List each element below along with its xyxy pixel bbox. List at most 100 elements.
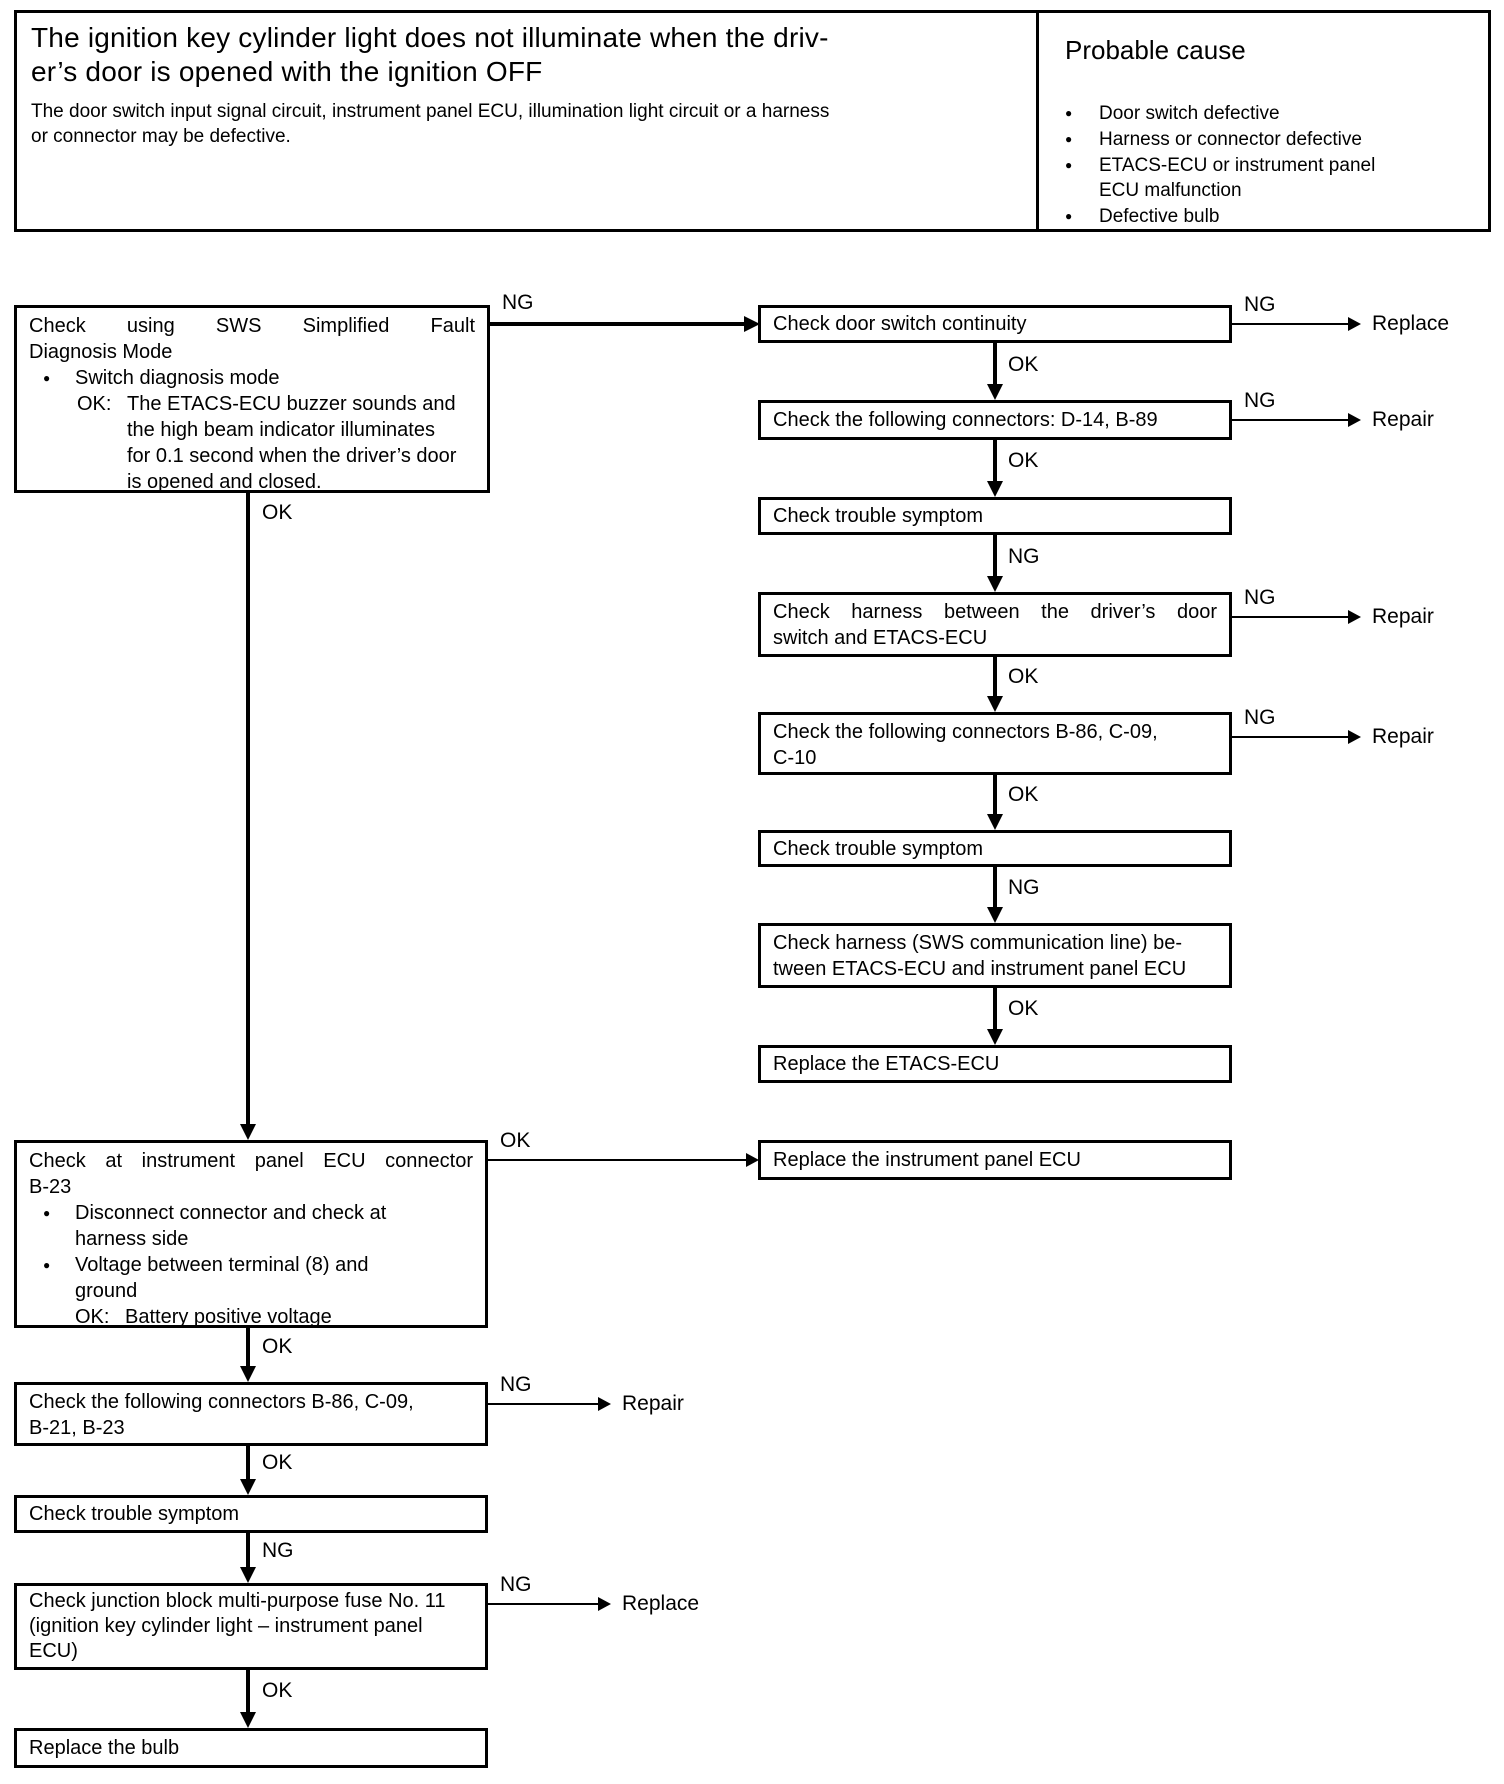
- step-check-trouble-symptom-3: Check trouble symptom: [14, 1495, 488, 1533]
- flow-line: [246, 1446, 250, 1481]
- step-check-connectors-b86-c09-c10: Check the following connectors B-86, C-0…: [758, 712, 1232, 775]
- edge-label-ng: NG: [1244, 389, 1276, 412]
- arrowhead-down: [987, 576, 1003, 592]
- bullet-icon: ●: [43, 1206, 51, 1220]
- probable-cause-item: ● ETACS-ECU or instrument panel ECU malf…: [1065, 155, 1376, 201]
- step-replace-instrument-panel-ecu: Replace the instrument panel ECU: [758, 1140, 1232, 1180]
- symptom-title: The ignition key cylinder light does not…: [31, 21, 1031, 89]
- flow-line: [993, 775, 997, 816]
- edge-label-ng: NG: [502, 291, 534, 314]
- edge-label-ng: NG: [1244, 586, 1276, 609]
- edge-label-ng: NG: [1008, 545, 1040, 568]
- edge-label-ng: NG: [500, 1573, 532, 1596]
- symptom-description-line: or connector may be defective.: [31, 126, 291, 147]
- flow-line: [993, 988, 997, 1031]
- bullet-icon: ●: [1065, 209, 1073, 223]
- edge-label-ok: OK: [1008, 353, 1039, 376]
- arrowhead-down: [240, 1366, 256, 1382]
- bullet-text: Disconnect connector and check at harnes…: [75, 1202, 387, 1250]
- result-replace-label: Replace: [1372, 312, 1450, 335]
- arrowhead-down: [987, 814, 1003, 830]
- result-replace-label: Replace: [622, 1592, 700, 1615]
- bullet-icon: ●: [43, 371, 51, 385]
- arrowhead-down: [987, 1029, 1003, 1045]
- bullet-icon: ●: [1065, 158, 1073, 172]
- edge-label-ok: OK: [262, 501, 293, 524]
- flow-line: [993, 535, 997, 578]
- bullet-icon: ●: [1065, 106, 1073, 120]
- arrowhead-down: [240, 1712, 256, 1728]
- ok-condition-text: The ETACS-ECU buzzer sounds and the high…: [127, 393, 457, 493]
- arrowhead-down: [987, 481, 1003, 497]
- step-check-sws-diagnosis: Check using SWS Simplified Fault Diagnos…: [14, 305, 490, 493]
- flow-line: [993, 657, 997, 698]
- arrowhead-down: [240, 1124, 256, 1140]
- bullet-icon: ●: [43, 1258, 51, 1272]
- arrowhead-right: [744, 316, 760, 332]
- flow-line: [488, 1159, 746, 1161]
- arrowhead-right: [598, 1397, 611, 1411]
- step-check-harness-sws-line: Check harness (SWS communication line) b…: [758, 923, 1232, 988]
- edge-label-ng: NG: [500, 1373, 532, 1396]
- step-check-trouble-symptom-1: Check trouble symptom: [758, 497, 1232, 535]
- arrowhead-down: [987, 907, 1003, 923]
- probable-cause-list: ● Door switch defective ● Harness or con…: [1065, 101, 1455, 230]
- edge-label-ok: OK: [262, 1335, 293, 1358]
- edge-label-ng: NG: [1008, 876, 1040, 899]
- flow-line: [1232, 616, 1348, 618]
- bullet-row: ● Disconnect connector and check at harn…: [43, 1200, 473, 1252]
- page-header: The ignition key cylinder light does not…: [14, 10, 1491, 232]
- flow-line: [1232, 419, 1348, 421]
- edge-label-ng: NG: [1244, 706, 1276, 729]
- probable-cause-item: ● Defective bulb: [1065, 206, 1220, 227]
- step-check-instrument-panel-ecu-connector-b23: Check at instrument panel ECU connector …: [14, 1140, 488, 1328]
- step-check-connectors-b86-c09-b21-b23: Check the following connectors B-86, C-0…: [14, 1382, 488, 1446]
- arrowhead-down: [240, 1567, 256, 1583]
- arrowhead-down: [987, 384, 1003, 400]
- edge-label-ng: NG: [262, 1539, 294, 1562]
- probable-cause-item: ● Door switch defective: [1065, 103, 1280, 124]
- bullet-icon: ●: [1065, 132, 1073, 146]
- result-repair-label: Repair: [1372, 408, 1434, 431]
- edge-label-ok: OK: [500, 1129, 531, 1152]
- bullet-row: ● Switch diagnosis mode: [43, 367, 280, 389]
- flow-line: [488, 1403, 598, 1405]
- flow-line: [490, 322, 746, 326]
- probable-cause-title: Probable cause: [1065, 35, 1246, 65]
- flow-line: [246, 1670, 250, 1714]
- flow-line: [488, 1603, 598, 1605]
- arrowhead-down: [240, 1479, 256, 1495]
- arrowhead-right: [1348, 730, 1361, 744]
- edge-label-ok: OK: [1008, 665, 1039, 688]
- probable-cause-item: ● Harness or connector defective: [1065, 129, 1362, 150]
- edge-label-ok: OK: [262, 1679, 293, 1702]
- symptom-title-line: er’s door is opened with the ignition OF…: [31, 56, 543, 87]
- edge-label-ok: OK: [1008, 997, 1039, 1020]
- step-replace-bulb: Replace the bulb: [14, 1728, 488, 1768]
- result-repair-label: Repair: [622, 1392, 684, 1415]
- edge-label-ok: OK: [1008, 449, 1039, 472]
- arrowhead-right: [746, 1153, 759, 1167]
- step-replace-etacs-ecu: Replace the ETACS-ECU: [758, 1045, 1232, 1083]
- flow-line: [246, 493, 250, 1126]
- edge-label-ok: OK: [262, 1451, 293, 1474]
- flow-line: [993, 440, 997, 483]
- flow-line: [246, 1533, 250, 1569]
- flow-line: [993, 343, 997, 386]
- symptom-description-line: The door switch input signal circuit, in…: [31, 101, 830, 122]
- bullet-text: Voltage between terminal (8) and ground: [75, 1254, 369, 1302]
- arrowhead-right: [1348, 317, 1361, 331]
- symptom-description: The door switch input signal circuit, in…: [31, 99, 1031, 149]
- bullet-row: ● Voltage between terminal (8) and groun…: [43, 1252, 473, 1304]
- arrowhead-right: [598, 1597, 611, 1611]
- step-check-fuse-no11: Check junction block multi-purpose fuse …: [14, 1583, 488, 1670]
- flow-line: [246, 1328, 250, 1368]
- edge-label-ng: NG: [1244, 293, 1276, 316]
- arrowhead-down: [987, 696, 1003, 712]
- flow-line: [1232, 736, 1348, 738]
- result-repair-label: Repair: [1372, 605, 1434, 628]
- flow-line: [993, 867, 997, 909]
- step-check-harness-door-switch-etacs: Check harness between the driver’s door …: [758, 592, 1232, 657]
- edge-label-ok: OK: [1008, 783, 1039, 806]
